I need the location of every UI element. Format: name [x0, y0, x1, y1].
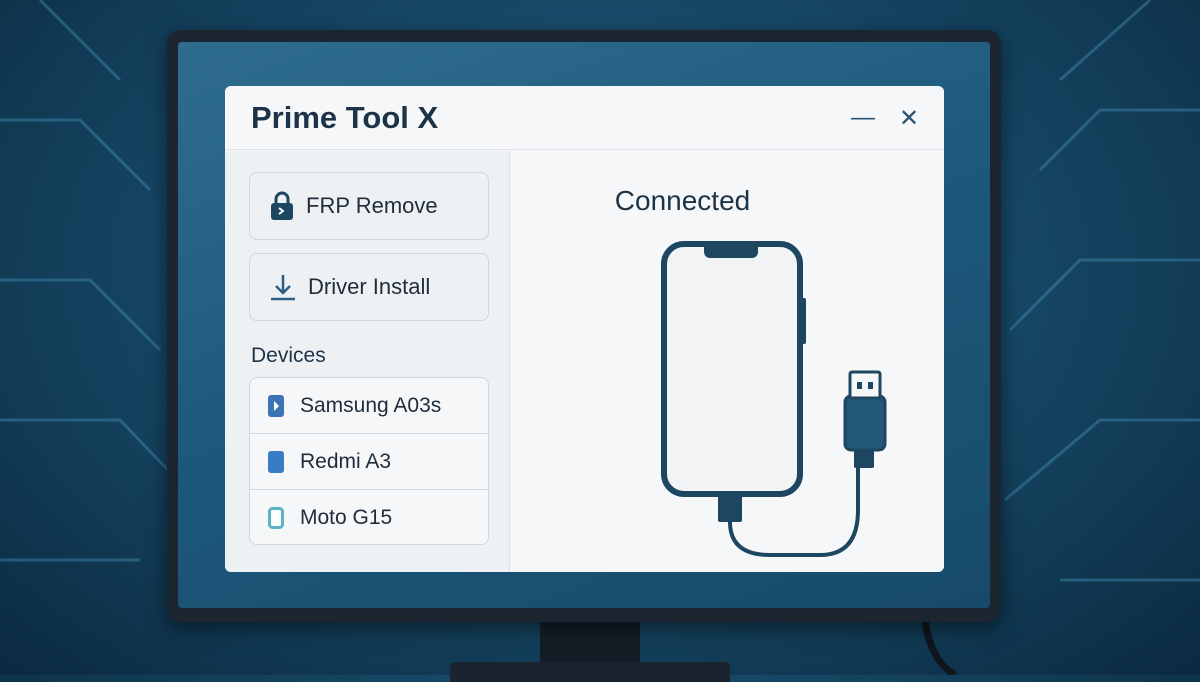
device-label: Samsung A03s [300, 393, 442, 417]
app-window: Prime Tool X — ✕ FRP Remove Driver Insta… [225, 86, 944, 572]
sidebar: FRP Remove Driver Install Devices Samsun… [225, 151, 510, 572]
device-item-redmi[interactable]: Redmi A3 [250, 434, 488, 490]
phone-icon [661, 241, 803, 497]
frp-remove-button[interactable]: FRP Remove [249, 172, 489, 240]
download-icon [271, 275, 295, 301]
driver-install-label: Driver Install [308, 274, 431, 299]
phone-connector [718, 495, 742, 522]
main-panel: Connected [511, 151, 944, 572]
device-label: Moto G15 [300, 506, 393, 529]
device-icon [268, 507, 284, 529]
device-icon [268, 450, 284, 473]
device-icon [268, 394, 284, 417]
phone-notch [704, 244, 758, 258]
device-list: Samsung A03s Redmi A3 Moto G15 [249, 377, 489, 545]
device-item-samsung[interactable]: Samsung A03s [250, 378, 488, 434]
devices-heading: Devices [251, 344, 326, 367]
app-title: Prime Tool X [251, 99, 439, 135]
usb-cable [728, 466, 860, 557]
lock-icon [271, 191, 293, 220]
phone-usb-illustration [661, 241, 887, 557]
device-label: Redmi A3 [300, 449, 392, 473]
connection-status: Connected [614, 185, 751, 216]
usb-plug-icon [843, 394, 887, 452]
close-icon[interactable]: ✕ [899, 105, 920, 132]
title-bar: Prime Tool X [225, 86, 944, 150]
frp-remove-label: FRP Remove [306, 193, 438, 218]
driver-install-button[interactable]: Driver Install [249, 253, 489, 321]
device-item-moto[interactable]: Moto G15 [250, 490, 488, 544]
minimize-icon[interactable]: — [851, 104, 875, 131]
